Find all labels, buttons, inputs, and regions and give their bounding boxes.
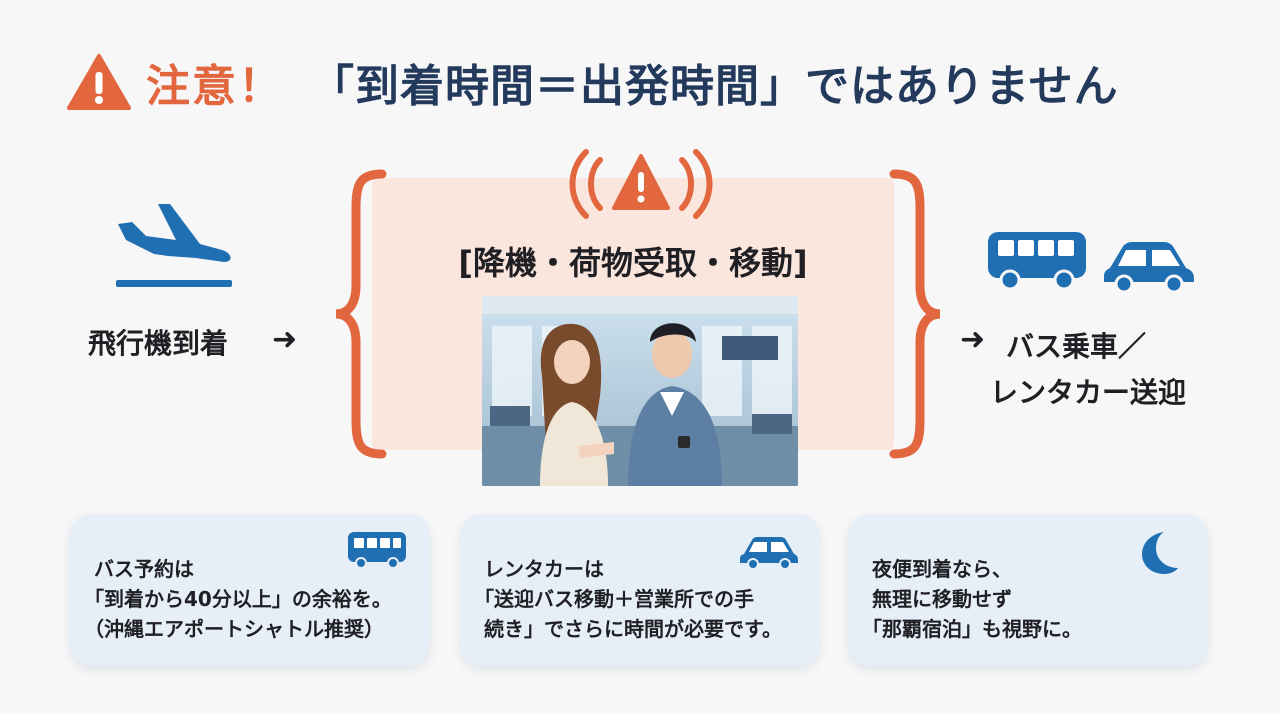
card-line: 「到着から40分以上」の余裕を。 (84, 587, 392, 611)
page-title: 「到着時間＝出発時間」ではありません (310, 61, 1119, 112)
tip-card-bus: バス予約は 「到着から40分以上」の余裕を。 （沖縄エアポートシャトル推奨） (70, 514, 430, 666)
car-icon (1104, 242, 1194, 294)
right-brace (889, 169, 941, 459)
arrow-right-icon: ➜ (960, 322, 986, 357)
left-brace (335, 169, 387, 459)
card-line: 無理に移動せず (872, 587, 1012, 611)
arrival-label: 飛行機到着 (88, 327, 229, 360)
card-line: 夜便到着なら、 (872, 557, 1012, 581)
card-text: レンタカーは 「送迎バス移動＋営業所での手 続き」でさらに時間が必要です。 (474, 554, 802, 644)
card-line: 「那覇宿泊」も視野に。 (862, 617, 1082, 641)
alarm-warning-icon (569, 149, 713, 219)
bus-icon (348, 532, 406, 569)
card-text: バス予約は 「到着から40分以上」の余裕を。 （沖縄エアポートシャトル推奨） (84, 554, 412, 644)
card-line: レンタカーは (484, 557, 604, 581)
arrow-right-icon: ➜ (272, 322, 298, 357)
destination-line-2: レンタカー送迎 (990, 376, 1187, 409)
warning-icon (67, 54, 131, 110)
title-row: 注意！ 「到着時間＝出発時間」ではありません (66, 44, 1119, 120)
airport-couple-illustration (482, 296, 798, 486)
car-icon (740, 537, 798, 570)
card-line: 「送迎バス移動＋営業所での手 (474, 587, 754, 611)
bus-icon (988, 232, 1086, 291)
caution-label: 注意！ (146, 61, 284, 112)
destination-label: バス乗車／ レンタカー送迎 (990, 324, 1186, 416)
card-line: 続き」でさらに時間が必要です。 (484, 617, 782, 641)
plane-landing-icon (116, 204, 232, 287)
moon-icon (1142, 532, 1178, 574)
tip-card-night: 夜便到着なら、 無理に移動せず 「那覇宿泊」も視野に。 (848, 514, 1208, 666)
card-line: バス予約は (94, 557, 194, 581)
card-text: 夜便到着なら、 無理に移動せず 「那覇宿泊」も視野に。 (862, 554, 1190, 644)
center-heading: [降機・荷物受取・移動] (458, 244, 808, 282)
tip-card-car: レンタカーは 「送迎バス移動＋営業所での手 続き」でさらに時間が必要です。 (460, 514, 820, 666)
card-line: （沖縄エアポートシャトル推奨） (84, 617, 384, 641)
destination-line-1: バス乗車／ (1006, 330, 1147, 363)
